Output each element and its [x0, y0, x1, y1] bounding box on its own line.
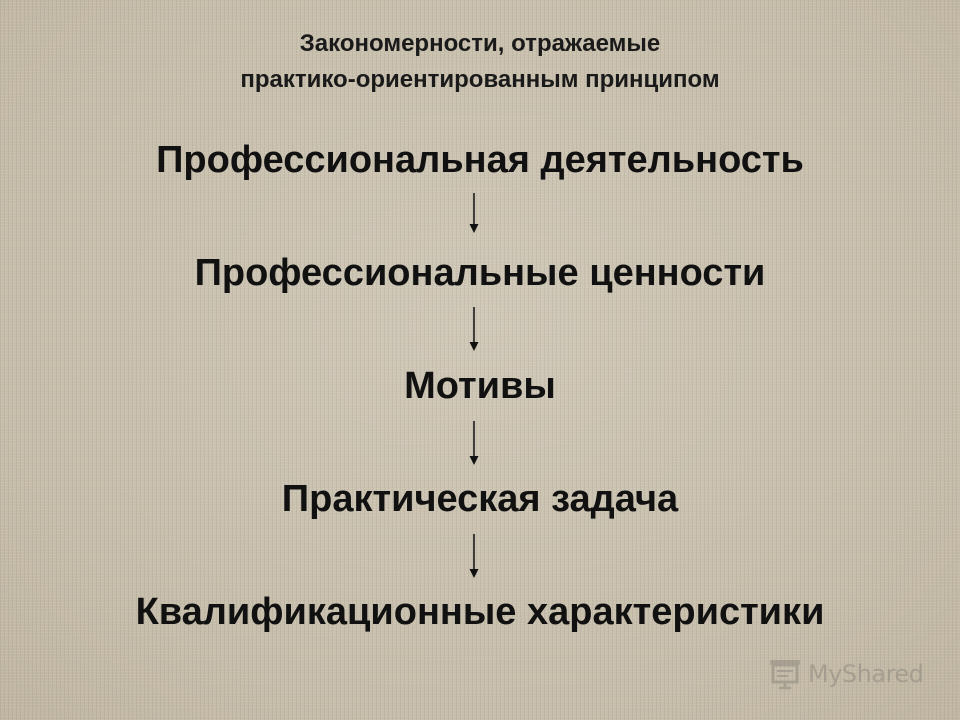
- projector-screen-icon: [770, 660, 800, 690]
- step-qualification-characteristics: Квалификационные характеристики: [135, 591, 825, 633]
- down-arrow-icon: [469, 534, 479, 578]
- slide-title: Закономерности, отражаемые практико-орие…: [0, 26, 960, 98]
- down-arrow-icon: [469, 421, 479, 465]
- step-professional-values: Профессиональные ценности: [194, 252, 766, 294]
- down-arrow-icon: [469, 307, 479, 351]
- watermark: MyShared: [768, 656, 924, 692]
- step-practical-task: Практическая задача: [281, 478, 679, 520]
- slide-title-line-1: Закономерности, отражаемые: [299, 30, 661, 57]
- step-professional-activity: Профессиональная деятельность: [156, 139, 804, 181]
- slide-title-line-2: практико-ориентированным принципом: [240, 66, 720, 93]
- watermark-text: MyShared: [808, 660, 924, 688]
- down-arrow-icon: [469, 193, 479, 233]
- step-motives: Мотивы: [404, 365, 556, 407]
